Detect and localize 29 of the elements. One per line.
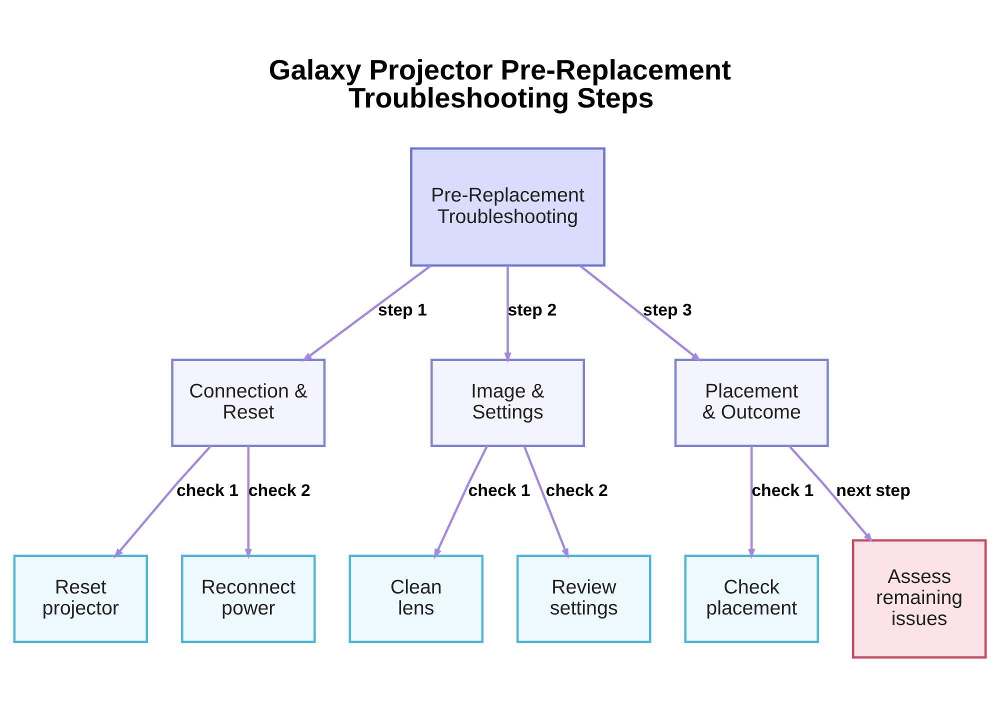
edge-label: check 2: [248, 480, 310, 500]
edge-label: check 1: [752, 480, 814, 500]
edge-label: step 3: [643, 300, 692, 320]
arrow: [504, 265, 512, 362]
edge-label: check 1: [468, 480, 530, 500]
node-box: Placement & Outcome: [674, 358, 829, 447]
arrow: [244, 446, 252, 559]
node-box: Check placement: [684, 554, 819, 642]
node-box: Connection & Reset: [171, 358, 326, 447]
arrow: [114, 444, 212, 558]
arrow: [748, 446, 756, 559]
edge-label: step 2: [508, 300, 557, 320]
arrow: [788, 444, 874, 542]
node-box: Image & Settings: [430, 358, 585, 447]
node-box: Clean lens: [348, 554, 484, 642]
arrow: [302, 264, 432, 362]
node-box: Reset projector: [13, 554, 148, 642]
node-box: Pre-Replacement Troubleshooting: [410, 146, 606, 266]
edge-label: check 1: [176, 480, 239, 500]
node-box: Assess remaining issues: [852, 538, 987, 658]
edge-label: check 2: [546, 480, 608, 500]
arrow: [523, 445, 569, 558]
node-box: Reconnect power: [181, 554, 316, 642]
edge-label: next step: [836, 480, 910, 500]
diagram-title: Galaxy Projector Pre-Replacement Troubleshooting Steps: [268, 52, 731, 114]
arrow: [434, 445, 488, 558]
arrow: [580, 264, 702, 362]
edge-label: step 1: [378, 300, 427, 320]
node-box: Review settings: [516, 554, 652, 642]
